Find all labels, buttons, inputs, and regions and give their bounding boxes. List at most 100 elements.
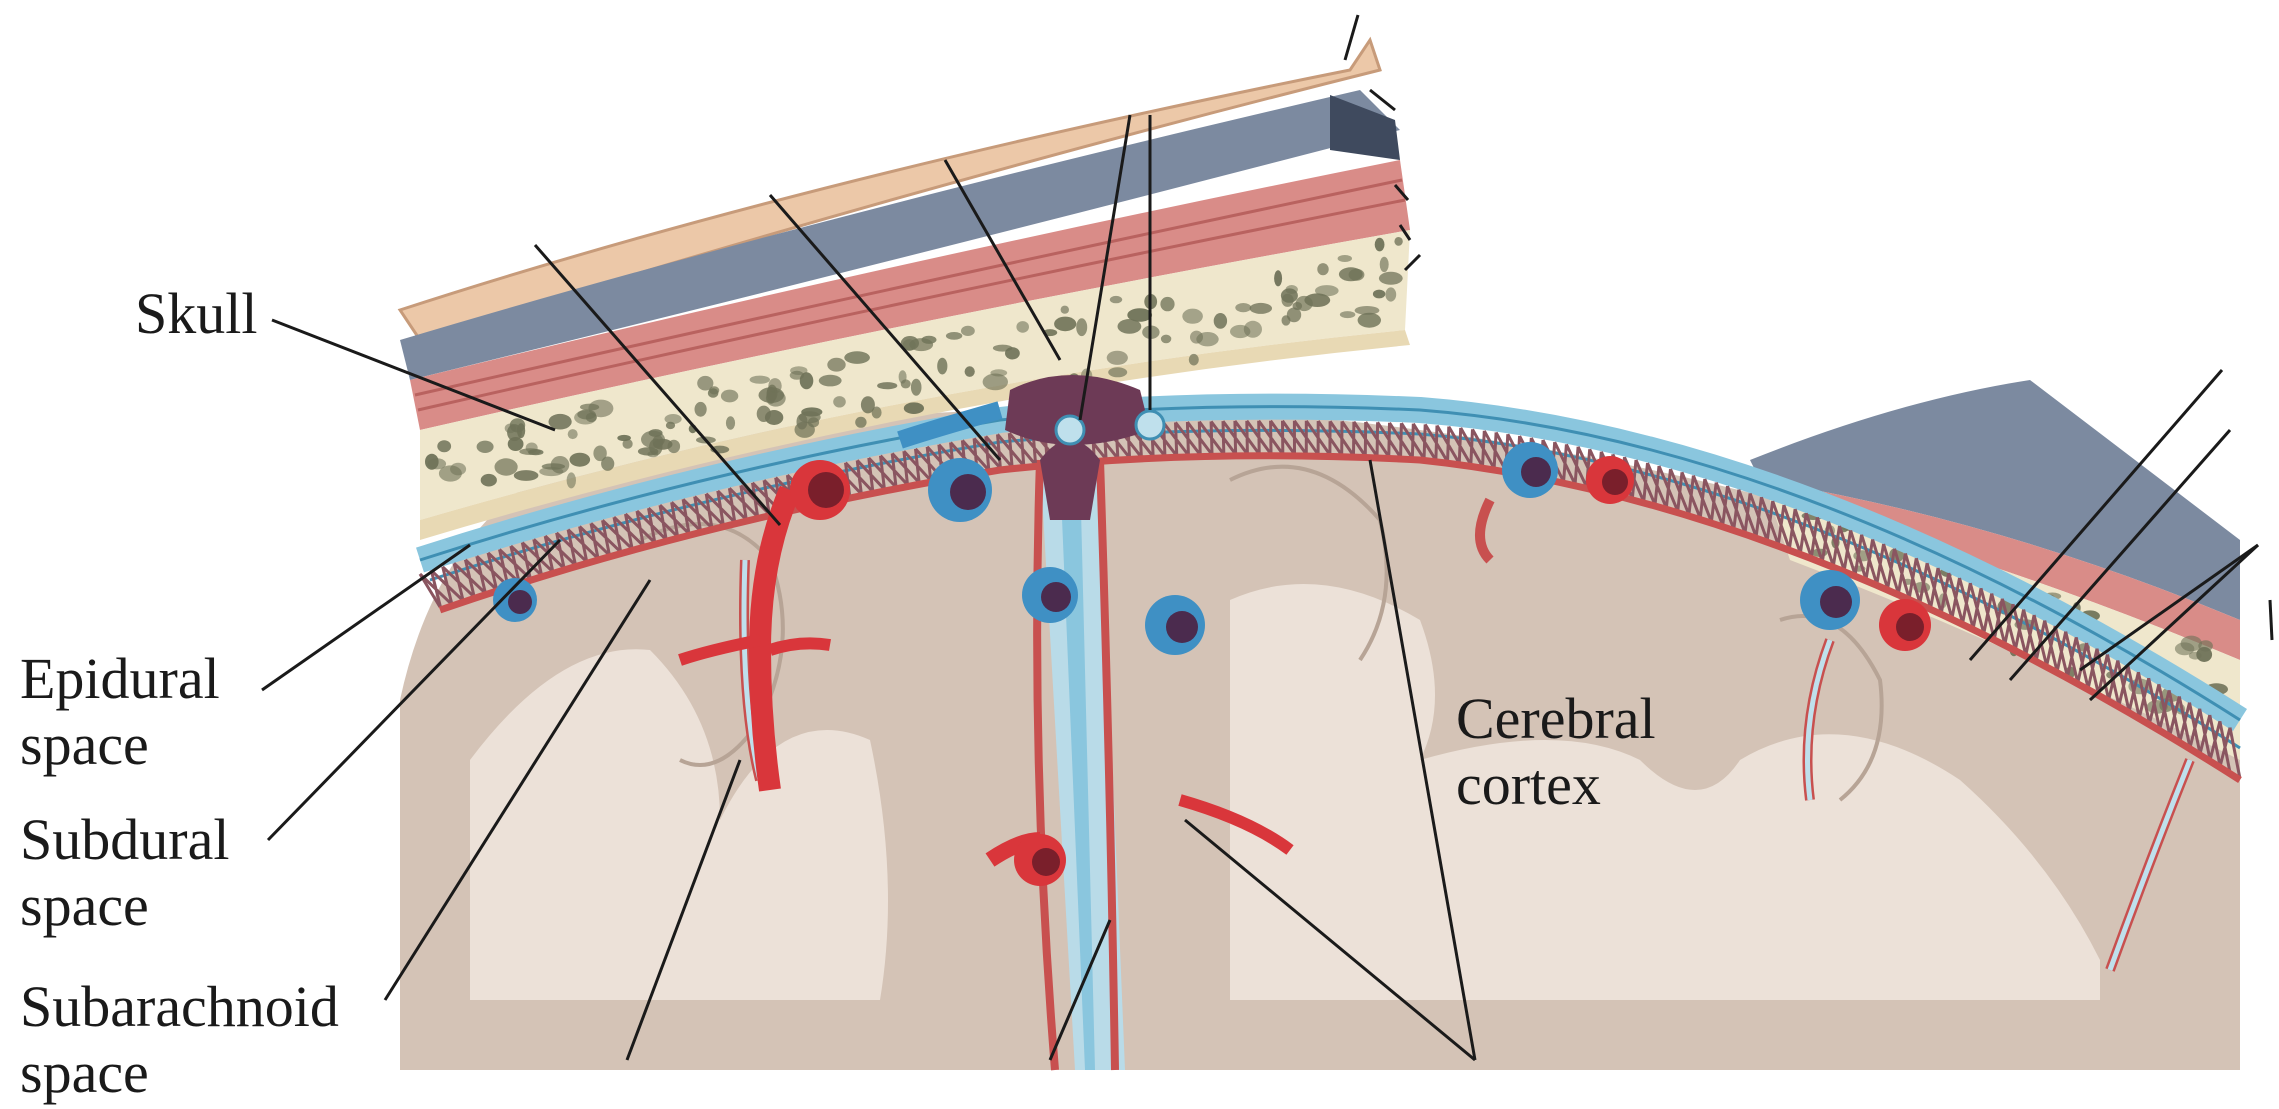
diploe-dot: [437, 440, 451, 452]
diploe-dot: [567, 472, 576, 488]
label-cortex-line2: cortex: [1456, 752, 1656, 818]
diploe-dot: [766, 390, 786, 406]
diploe-dot: [1394, 237, 1402, 246]
label-skull-text: Skull: [135, 281, 258, 347]
label-subdural-line2: space: [20, 873, 229, 939]
diploe-dot: [855, 417, 866, 428]
artery-cross-section: [1586, 456, 1634, 504]
label-subarachnoid-line2: space: [20, 1040, 339, 1106]
diploe-dot: [827, 358, 845, 372]
diploe-dot: [993, 345, 1012, 352]
diploe-dot: [1385, 287, 1396, 301]
leader-right-5: [2270, 600, 2272, 640]
diploe-dot: [1379, 272, 1403, 285]
diploe-dot: [1160, 297, 1174, 311]
leader-top-6: [1345, 15, 1358, 60]
diploe-dot: [514, 470, 539, 481]
label-epidural-line2: space: [20, 712, 220, 778]
diploe-dot: [1016, 321, 1029, 333]
diploe-dot: [450, 463, 466, 476]
diploe-dot: [601, 457, 614, 471]
diploe-dot: [922, 336, 937, 344]
diploe-dot: [708, 388, 719, 398]
vein-cross-section: [928, 458, 992, 522]
diploe-dot: [508, 437, 524, 451]
diploe-dot: [638, 447, 658, 455]
diploe-dot: [726, 416, 735, 430]
diploe-dot: [899, 370, 907, 383]
vein-cross-section: [1145, 595, 1205, 655]
diploe-dot: [750, 376, 770, 384]
artery-cross-section: [790, 460, 850, 520]
diploe-dot: [790, 371, 804, 380]
diploe-dot: [937, 358, 947, 375]
label-cerebral-cortex: Cerebral cortex: [1456, 686, 1656, 818]
diploe-dot: [983, 374, 1008, 391]
diploe-dot: [1317, 263, 1328, 275]
diploe-dot: [495, 458, 518, 475]
diploe-dot: [1296, 296, 1313, 311]
diploe-dot: [1358, 313, 1381, 328]
diploe-dot: [819, 375, 842, 387]
diploe-dot: [1107, 351, 1128, 365]
diploe-dot: [1338, 255, 1352, 262]
diploe-dot: [1235, 303, 1251, 312]
diploe-dot: [517, 423, 525, 438]
diploe-dot: [580, 404, 599, 411]
diploe-dot: [425, 454, 439, 470]
diploe-dot: [1315, 285, 1339, 296]
label-subdural-line1: Subdural: [20, 807, 229, 873]
diploe-dot: [1196, 332, 1218, 346]
diploe-dot: [1286, 285, 1298, 294]
diploe-dot: [1250, 303, 1272, 314]
diploe-dot: [965, 366, 975, 377]
diploe-dot: [695, 402, 707, 417]
diploe-dot: [1054, 317, 1076, 332]
diploe-dot: [946, 332, 962, 340]
label-epidural-space: Epidural space: [20, 646, 220, 778]
diploe-dot: [1110, 296, 1122, 303]
diploe-dot: [666, 422, 675, 429]
diploe-dot: [551, 456, 570, 474]
diploe-dot: [481, 474, 497, 487]
diploe-dot: [1161, 335, 1171, 344]
label-subarachnoid-space: Subarachnoid space: [20, 974, 339, 1106]
vein-cross-section: [1022, 567, 1078, 623]
vein-cross-section: [1800, 570, 1860, 630]
diploe-dot: [2196, 647, 2212, 662]
diploe-dot: [1108, 367, 1127, 377]
diploe-dot: [872, 407, 882, 419]
diploe-dot: [1230, 325, 1250, 338]
diploe-dot: [1189, 354, 1199, 366]
diploe-dot: [574, 411, 597, 425]
diploe-dot: [1375, 238, 1385, 252]
diploe-dot: [653, 439, 672, 450]
label-cortex-line1: Cerebral: [1456, 686, 1656, 752]
diploe-dot: [1380, 257, 1389, 272]
diploe-dot: [1339, 267, 1363, 281]
diploe-dot: [549, 414, 572, 430]
label-skull: Skull: [135, 281, 258, 347]
vein-cross-section: [1502, 442, 1558, 498]
diploe-dot: [1274, 270, 1282, 286]
diploe-dot: [1373, 290, 1385, 299]
diploe-dot: [1127, 308, 1152, 322]
diploe-dot: [911, 379, 922, 396]
diploe-dot: [1355, 306, 1380, 315]
diploe-dot: [1287, 308, 1301, 323]
diploe-dot: [1182, 309, 1203, 324]
diploe-dot: [833, 396, 846, 407]
diploe-dot: [721, 390, 738, 403]
diploe-dot: [1340, 311, 1355, 318]
diploe-dot: [904, 402, 924, 414]
label-epidural-line1: Epidural: [20, 646, 220, 712]
diploe-dot: [623, 439, 633, 449]
artery-cross-section: [1879, 599, 1931, 651]
diploe-dot: [877, 382, 897, 389]
diploe-dot: [570, 453, 591, 467]
label-subdural-space: Subdural space: [20, 807, 229, 939]
diploe-dot: [1076, 318, 1087, 336]
diploe-dot: [757, 406, 771, 422]
diploe-dot: [1061, 306, 1069, 314]
